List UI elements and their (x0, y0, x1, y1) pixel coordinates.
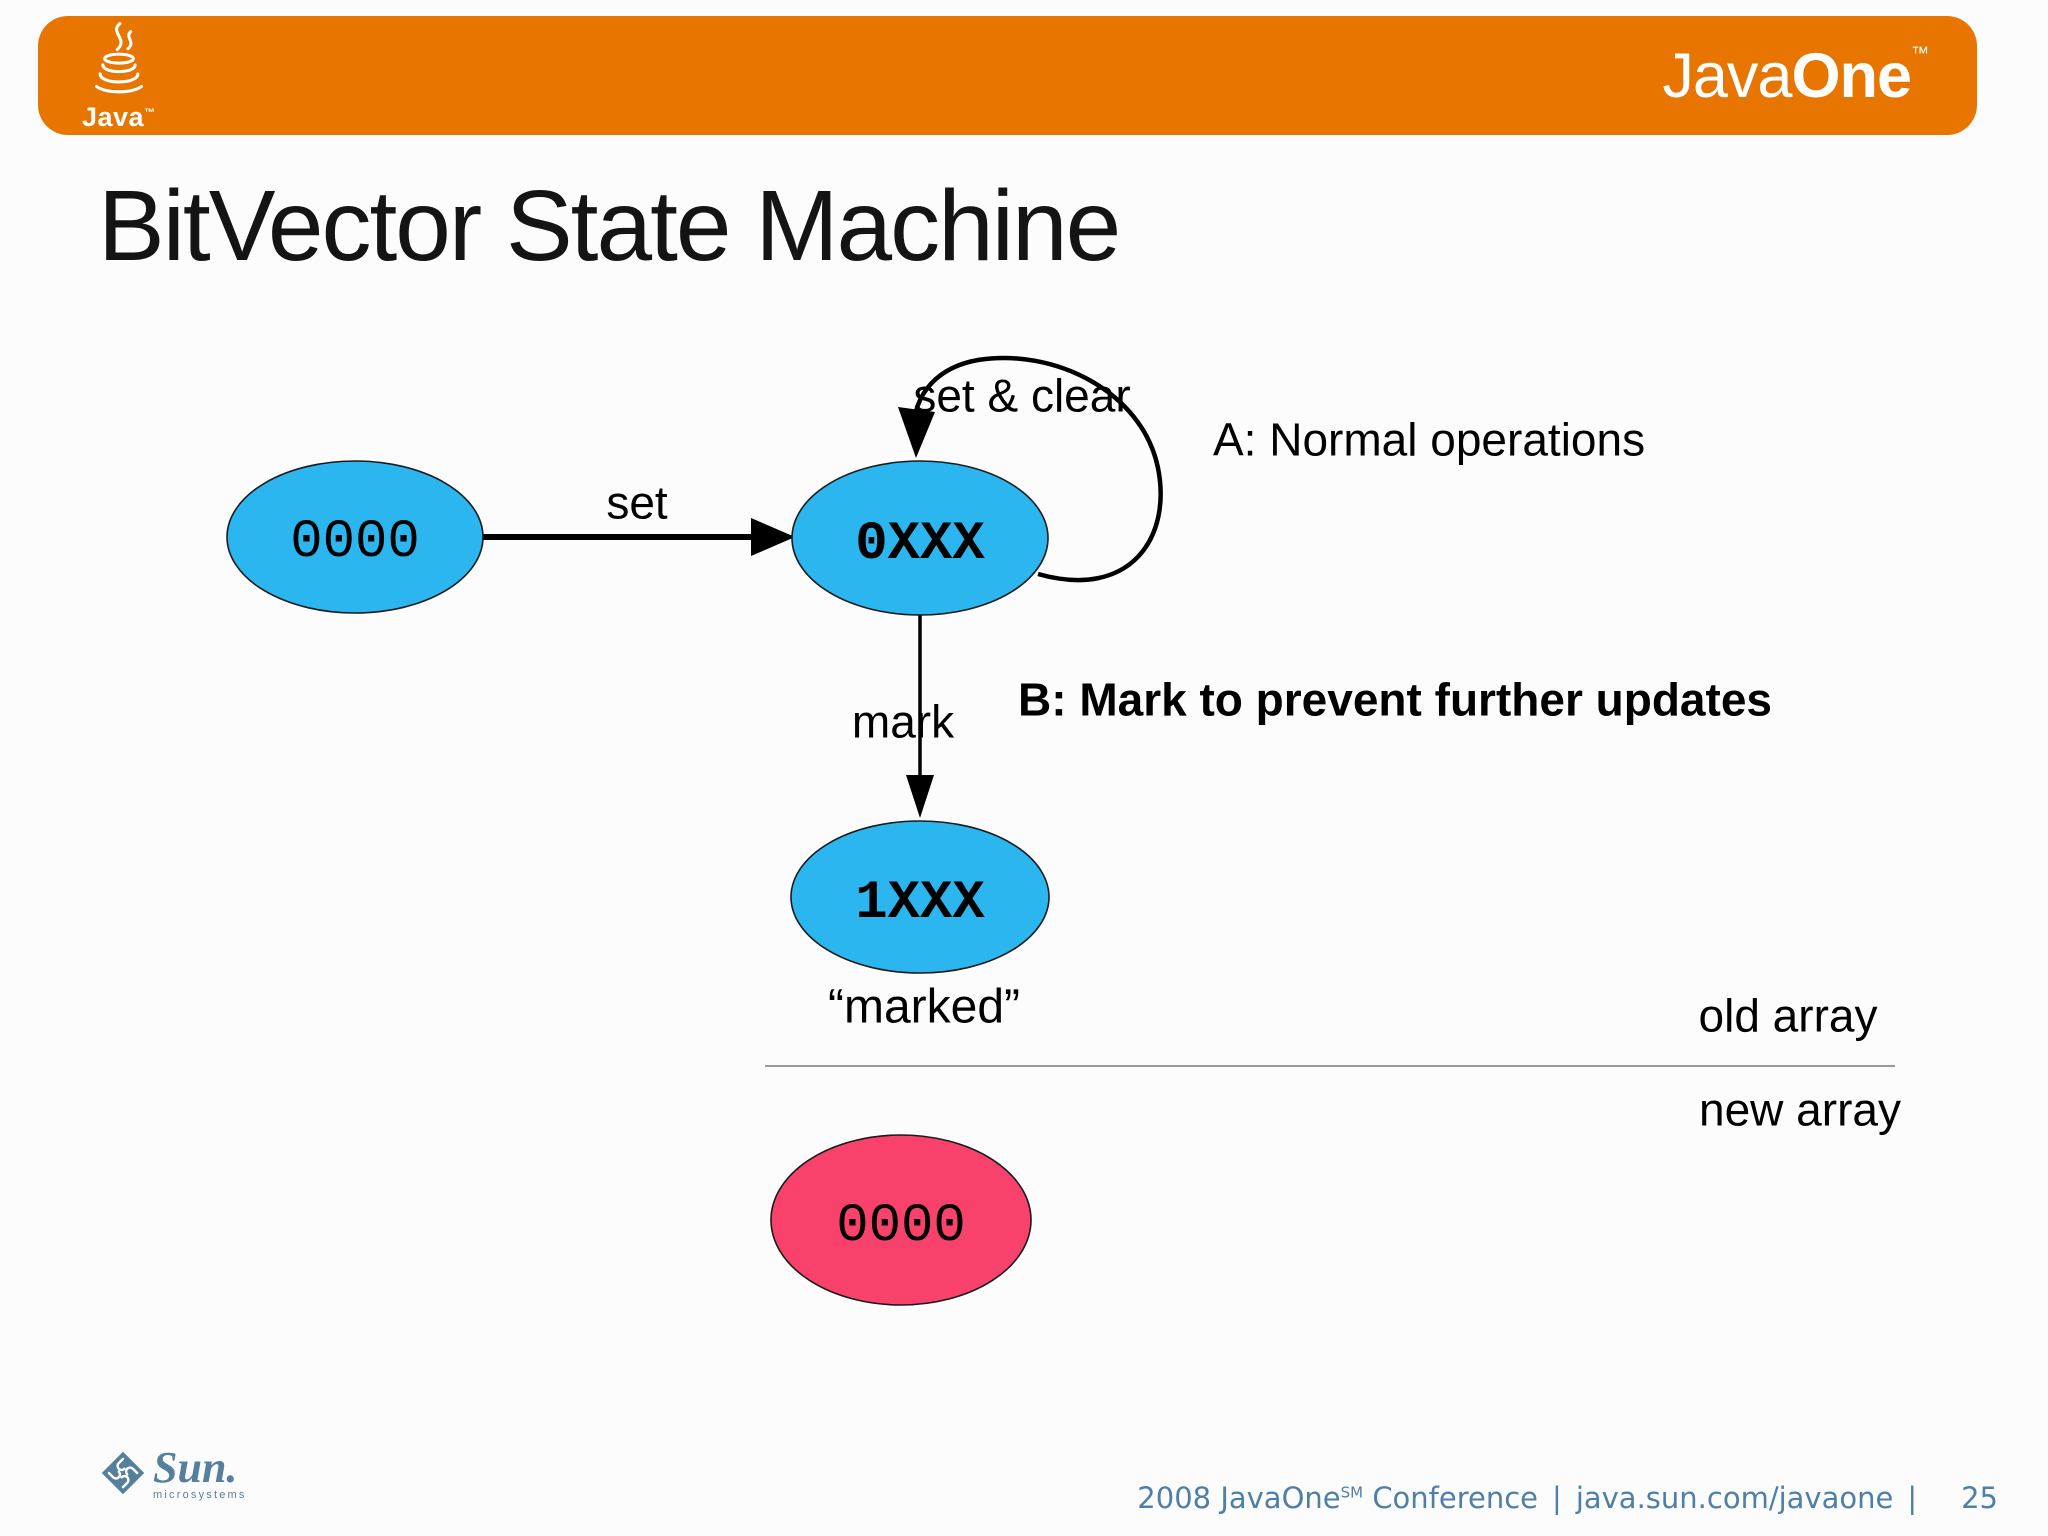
node-marked (790, 820, 1050, 974)
node-marked-label: 1XXX (855, 873, 985, 934)
node-empty (226, 460, 484, 614)
java-logo-text: Java (82, 102, 145, 132)
javaone-wordmark: JavaOne™ (1662, 44, 1929, 108)
edge-mark-arrow (906, 615, 934, 818)
sun-diamond-icon (101, 1451, 145, 1495)
sun-logo-name: Sun. (153, 1443, 238, 1492)
old-array-label: old array (1698, 989, 1878, 1042)
javaone-wordmark-tm: ™ (1911, 42, 1929, 63)
java-logo: Java™ (82, 20, 156, 131)
edge-label-set: set (606, 476, 668, 529)
sun-logo-subtitle: microsystems (153, 1489, 247, 1502)
footer-url: java.sun.com/javaone (1575, 1481, 1894, 1515)
node-set-bits-label: 0XXX (855, 514, 985, 575)
java-cup-icon (94, 22, 143, 94)
footer-separator: | (1552, 1481, 1562, 1515)
annotation-a: A: Normal operations (1213, 413, 1646, 466)
edge-label-set-and-clear: set & clear (913, 369, 1131, 422)
marked-caption: “marked” (827, 980, 1021, 1034)
footer-credit: 2008 JavaOneSM Conference | java.sun.com/j… (1137, 1481, 1998, 1515)
edge-set-arrow (483, 518, 795, 556)
node-set-bits (791, 460, 1049, 616)
javaone-wordmark-one: One (1791, 40, 1912, 111)
footer-separator: | (1907, 1481, 1918, 1515)
node-new-array-label: 0000 (836, 1196, 966, 1257)
footer-service-mark: SM (1340, 1483, 1364, 1502)
page-title: BitVector State Machine (98, 170, 1121, 282)
edge-self-loop-arrow (898, 355, 1163, 583)
header-bar: Java™ JavaOne™ (38, 16, 1977, 135)
new-array-label: new array (1699, 1083, 1901, 1136)
footer-page-number: 25 (1961, 1481, 1998, 1515)
footer-conference-suffix: Conference (1372, 1481, 1539, 1515)
node-new-array (770, 1134, 1032, 1306)
java-logo-tm: ™ (144, 107, 156, 119)
javaone-wordmark-java: Java (1662, 40, 1792, 111)
java-logo-label: Java™ (82, 104, 156, 131)
sun-logo-text: Sun. microsystems (153, 1443, 247, 1502)
edge-label-mark: mark (851, 695, 955, 748)
sun-logo: Sun. microsystems (100, 1443, 247, 1502)
annotation-b: B: Mark to prevent further updates (1018, 673, 1772, 726)
footer-conference-prefix: 2008 JavaOne (1137, 1481, 1341, 1515)
node-empty-label: 0000 (290, 512, 420, 573)
